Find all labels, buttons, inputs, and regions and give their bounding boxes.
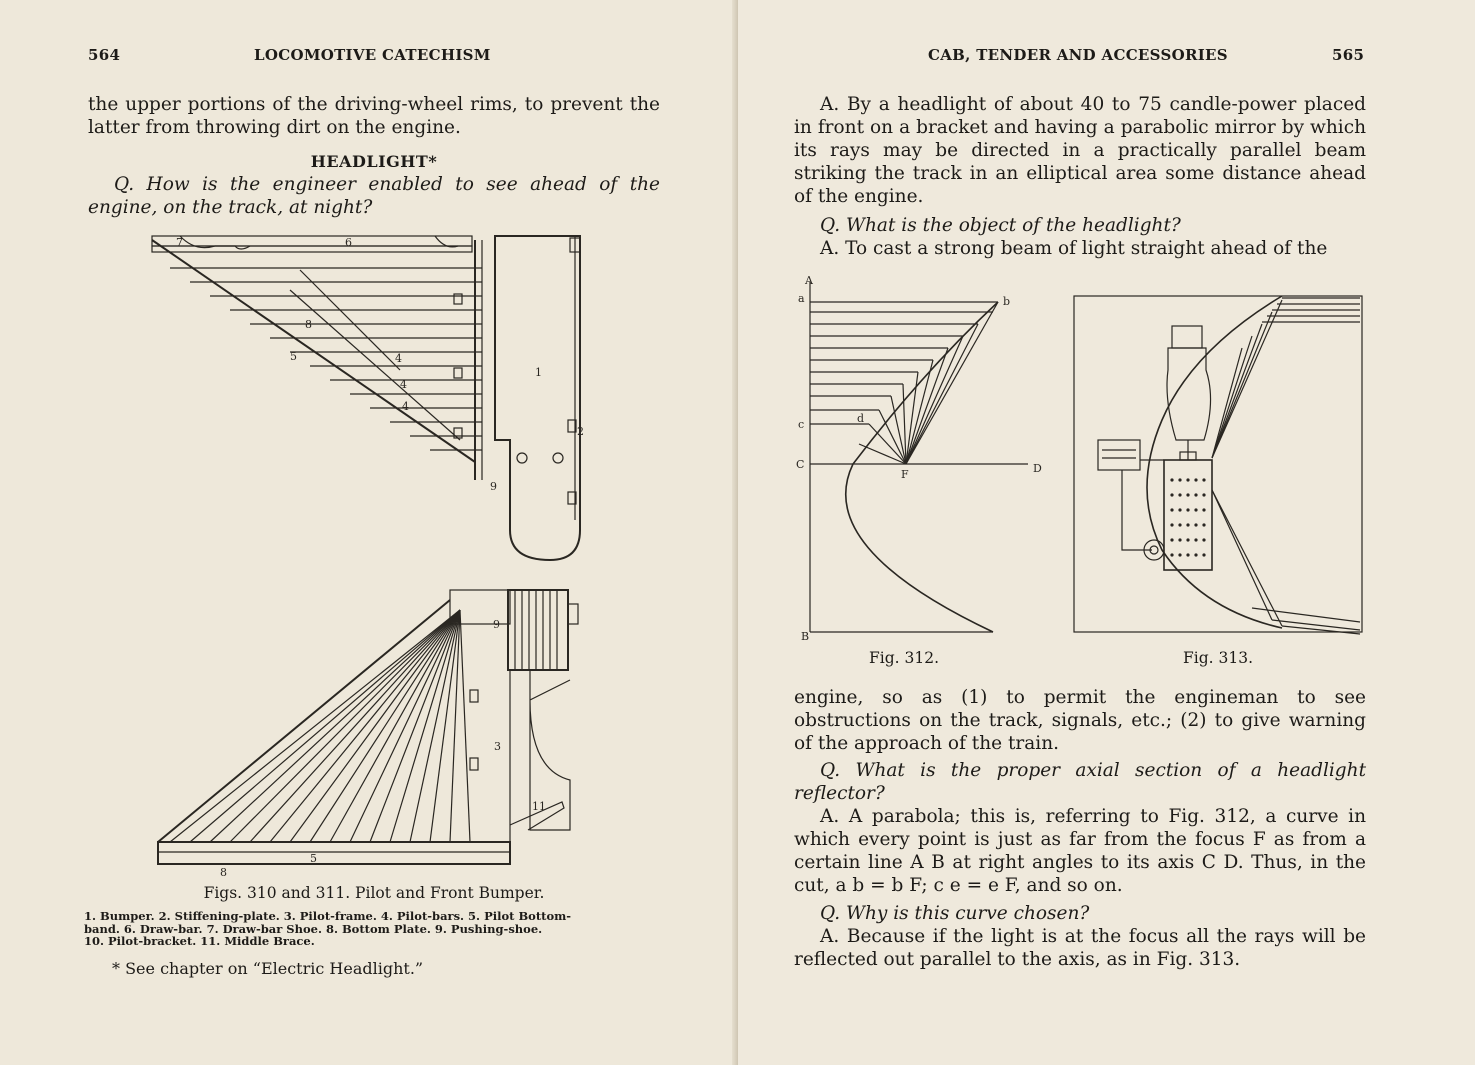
left-page-number: 564: [88, 46, 121, 64]
answer-2-end: engine, so as (1) to permit the enginema…: [794, 687, 1366, 754]
left-running-head: LOCOMOTIVE CATECHISM: [254, 46, 491, 64]
fig310-draw-bar: [151, 245, 473, 253]
fig311-pilot-bars: [169, 609, 471, 843]
fig311-bumper: [507, 589, 569, 671]
fig311-label-8: 8: [220, 866, 227, 879]
fig-312-parabola-diagram: A a b c d C F D B: [796, 274, 1042, 643]
fig312-label-D: D: [1033, 462, 1042, 475]
fig-311-bumper-drawing: 9 3 11 5 8: [157, 589, 579, 879]
legend-line-3: 10. Pilot-bracket. 11. Middle Brace.: [84, 934, 315, 948]
answer-4: A. Because if the light is at the focus …: [794, 926, 1366, 970]
opening-paragraph: the upper portions of the driving-wheel …: [88, 94, 660, 138]
fig312-label-F: F: [901, 468, 909, 481]
fig312-label-c: c: [798, 418, 804, 431]
fig-313-headlight-diagram: [1073, 295, 1363, 635]
fig310-diagonal: [151, 239, 476, 463]
fig311-label-3: 3: [494, 740, 501, 753]
fig311-bottom-plate: [157, 841, 511, 865]
question-3: Q. What is the proper axial section of a…: [794, 760, 1366, 804]
section-heading: HEADLIGHT*: [310, 152, 438, 171]
left-page: 564 LOCOMOTIVE CATECHISM the upper porti…: [84, 46, 660, 978]
left-opening-text: the upper portions of the driving-wheel …: [88, 93, 660, 139]
fig312-label-A: A: [804, 274, 814, 287]
fig-312-caption: Fig. 312.: [869, 649, 939, 667]
fig312-label-b: b: [1003, 295, 1010, 308]
fig311-label-9: 9: [493, 618, 500, 631]
fig310-label-9: 9: [490, 480, 497, 493]
fig310-label-4c: 4: [402, 400, 409, 413]
right-page-number: 565: [1332, 46, 1365, 64]
right-running-head: CAB, TENDER AND ACCESSORIES: [928, 46, 1228, 64]
question-2: Q. What is the object of the headlight?: [820, 215, 1181, 236]
answer-3: A. A parabola; this is, referring to Fig…: [794, 806, 1366, 896]
fig312-label-C: C: [796, 458, 804, 471]
legend-line-2: band. 6. Draw-bar. 7. Draw-bar Shoe. 8. …: [84, 921, 543, 936]
fig313-parallel-rays: [1211, 297, 1361, 635]
right-page: CAB, TENDER AND ACCESSORIES 565 A. By a …: [738, 0, 1475, 1065]
question-1: Q. How is the engineer enabled to see ah…: [88, 174, 660, 218]
fig310-label-1: 1: [535, 366, 542, 379]
fig310-label-4a: 4: [395, 352, 402, 365]
legend-line-1: 1. Bumper. 2. Stiffening-plate. 3. Pilot…: [84, 909, 572, 923]
fig310-pilot-bracket: [494, 235, 581, 562]
fig310-label-4b: 4: [400, 378, 407, 391]
fig310-label-2: 2: [577, 425, 584, 438]
fig310-top-beam: [151, 235, 473, 247]
fig-310-pilot-drawing: 7 6 8 5 4 4 4 1 2 9: [151, 235, 584, 562]
figure-legend: 1. Bumper. 2. Stiffening-plate. 3. Pilot…: [84, 910, 660, 948]
answer-1: A. By a headlight of about 40 to 75 cand…: [794, 94, 1366, 207]
fig313-oil-tank: [1097, 439, 1141, 471]
fig310-label-5: 5: [290, 350, 297, 363]
figs-310-311-caption: Figs. 310 and 311. Pilot and Front Bumpe…: [203, 884, 545, 902]
fig311-label-5: 5: [310, 852, 317, 865]
fig-313-caption: Fig. 313.: [1183, 649, 1253, 667]
fig312-focal-rays: [858, 301, 999, 465]
fig312-label-a: a: [798, 292, 805, 305]
fig313-chimney: [1166, 347, 1212, 441]
fig312-label-d: d: [857, 412, 864, 425]
fig310-label-7: 7: [176, 236, 183, 249]
fig313-reflector: [1146, 295, 1283, 629]
fig310-label-6: 6: [345, 236, 352, 249]
footnote: * See chapter on “Electric Headlight.”: [112, 959, 424, 978]
answer-2-start: A. To cast a strong beam of light straig…: [820, 238, 1328, 259]
fig310-label-8: 8: [305, 318, 312, 331]
question-4: Q. Why is this curve chosen?: [820, 903, 1090, 924]
fig312-label-B: B: [801, 630, 809, 643]
fig311-label-11: 11: [532, 800, 546, 813]
fig313-frame: [1073, 295, 1363, 633]
fig312-parabola: [844, 301, 999, 633]
